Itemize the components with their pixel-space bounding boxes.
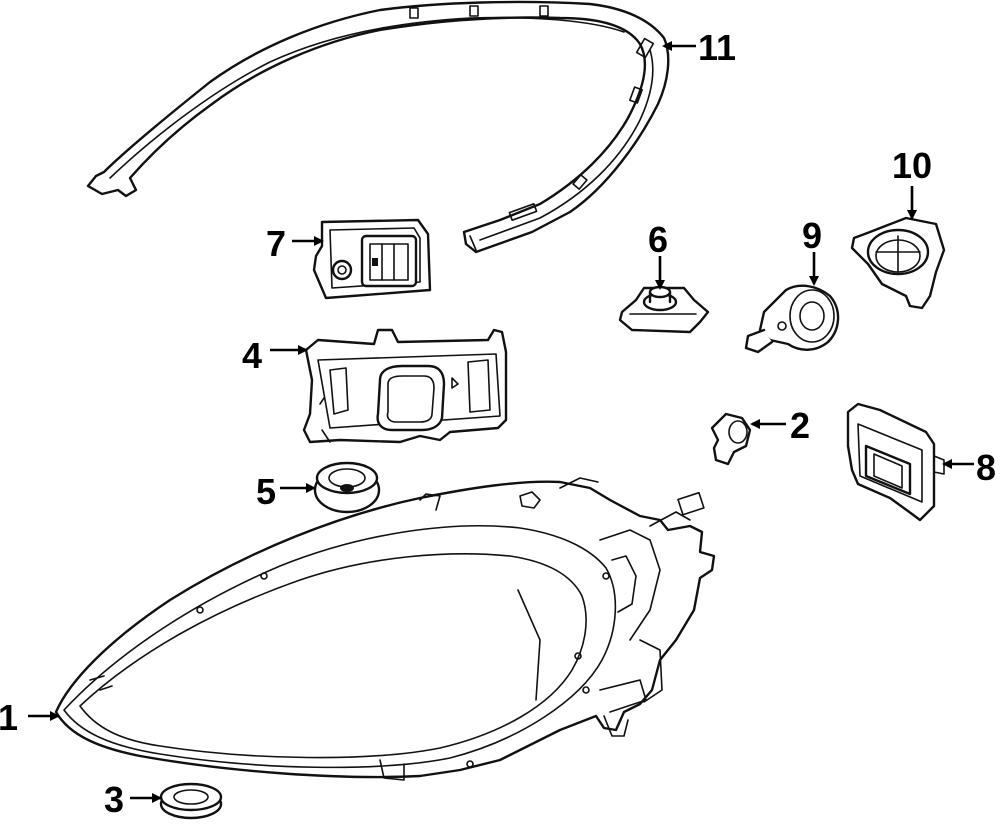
part-6-sensor bbox=[618, 285, 710, 334]
callout-2: 2 bbox=[750, 405, 810, 446]
callout-label-4: 4 bbox=[242, 335, 262, 376]
callout-label-2: 2 bbox=[790, 405, 810, 446]
part-10-housing-ring bbox=[850, 216, 946, 310]
callout-label-5: 5 bbox=[256, 471, 276, 512]
part-9-motor bbox=[744, 284, 840, 354]
callout-label-10: 10 bbox=[892, 145, 932, 186]
callout-label-8: 8 bbox=[976, 447, 996, 488]
callout-10: 10 bbox=[892, 145, 932, 220]
callout-8: 8 bbox=[942, 447, 996, 488]
callout-7: 7 bbox=[266, 223, 324, 264]
callout-4: 4 bbox=[242, 335, 308, 376]
part-4-led-module bbox=[302, 328, 508, 444]
callout-label-7: 7 bbox=[266, 223, 286, 264]
callout-label-6: 6 bbox=[648, 219, 668, 260]
callout-11: 11 bbox=[662, 27, 736, 68]
callout-label-1: 1 bbox=[0, 697, 18, 738]
callout-1: 1 bbox=[0, 697, 60, 738]
callout-label-11: 11 bbox=[698, 27, 736, 68]
part-3-seal-ring bbox=[159, 782, 223, 820]
part-11-trim-frame bbox=[86, 0, 670, 254]
part-8-control-module bbox=[846, 402, 945, 522]
callout-6: 6 bbox=[648, 219, 668, 290]
part-7-control-unit bbox=[312, 218, 432, 300]
part-5-cap bbox=[313, 461, 381, 514]
part-1-headlamp-assembly bbox=[54, 477, 716, 781]
callout-label-3: 3 bbox=[104, 779, 124, 820]
callout-9: 9 bbox=[802, 215, 822, 286]
callout-5: 5 bbox=[256, 471, 316, 512]
callout-label-9: 9 bbox=[802, 215, 822, 256]
callout-3: 3 bbox=[104, 779, 162, 820]
part-2-socket bbox=[710, 412, 752, 466]
